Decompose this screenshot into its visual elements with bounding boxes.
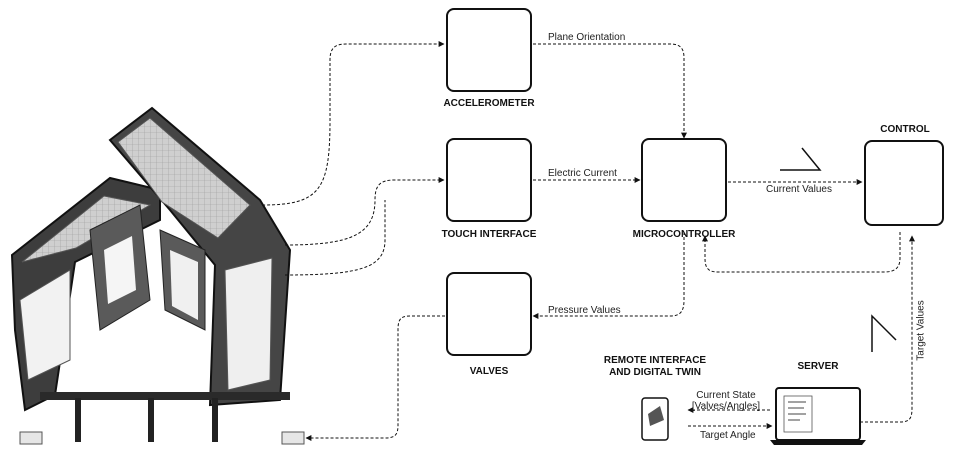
touch-interface-title: TOUCH INTERFACE (441, 229, 537, 240)
electric-current-label: Electric Current (548, 168, 617, 179)
server-title: SERVER (797, 361, 839, 372)
current-state-line1: Current State (696, 390, 756, 401)
tablet-icon (641, 397, 669, 441)
accelerometer-title: ACCELEROMETER (443, 98, 535, 109)
target-values-label: Target Values (915, 300, 927, 361)
current-values-label: Current Values (766, 184, 832, 195)
pressure-values-label: Pressure Values (548, 305, 621, 316)
remote-interface-title: REMOTE INTERFACE AND DIGITAL TWIN (600, 355, 710, 379)
touch-interface-box (446, 138, 532, 222)
angle-icon (780, 147, 822, 171)
pavilion-structure (10, 106, 305, 445)
angle-icon (871, 314, 897, 352)
control-title: CONTROL (880, 124, 930, 135)
plane-orientation-label: Plane Orientation (548, 32, 626, 43)
current-state-line2: [Valves/Angles] (691, 401, 761, 412)
current-state-label: Current State [Valves/Angles] (686, 390, 766, 412)
microcontroller-title: MICROCONTROLLER (632, 229, 736, 240)
remote-interface-line1: REMOTE INTERFACE (603, 355, 707, 366)
target-angle-label: Target Angle (700, 430, 756, 441)
control-box (864, 140, 944, 226)
microcontroller-box (641, 138, 727, 222)
remote-interface-line2: AND DIGITAL TWIN (609, 367, 701, 378)
accelerometer-box (446, 8, 532, 92)
laptop-icon (770, 387, 866, 445)
connectors (261, 41, 915, 441)
valves-box (446, 272, 532, 356)
valves-title: VALVES (469, 366, 509, 377)
